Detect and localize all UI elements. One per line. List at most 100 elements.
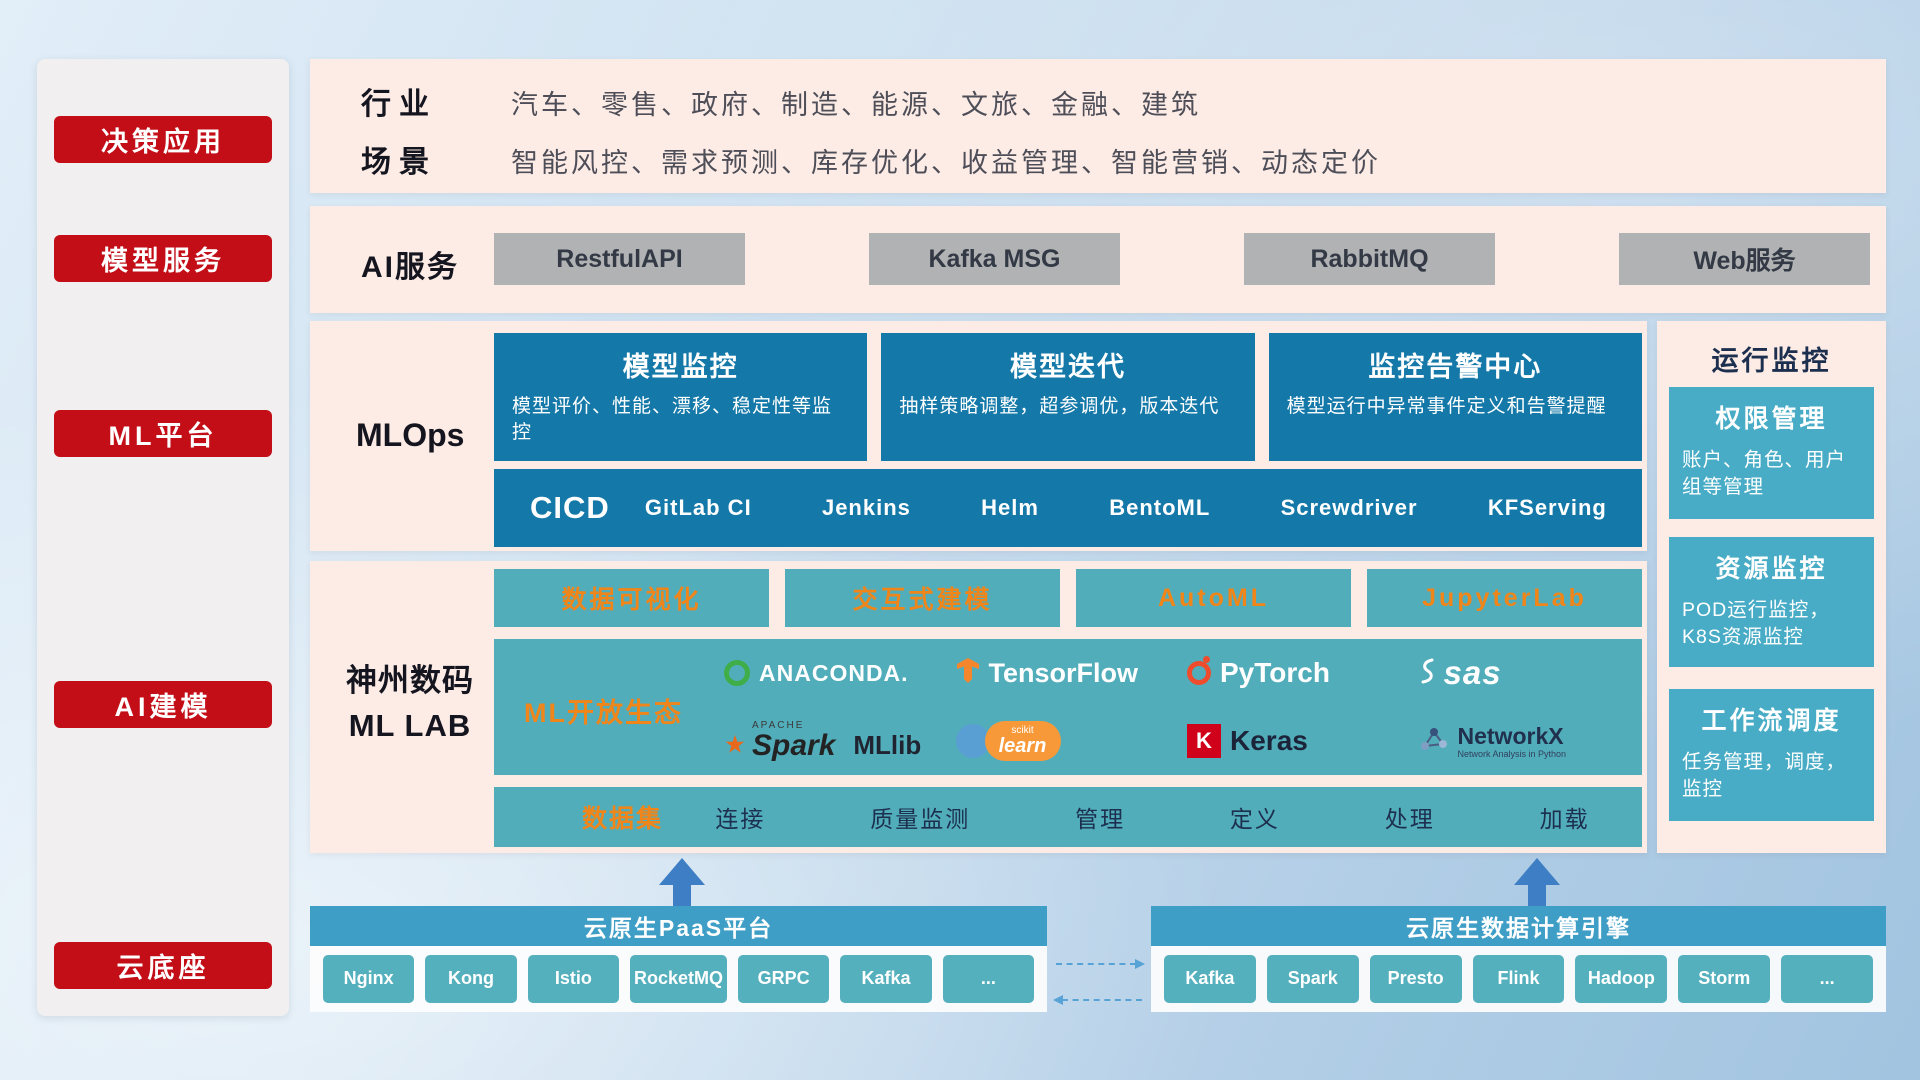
dashed-arrow-right <box>1056 959 1145 969</box>
networkx-logo: NetworkX Network Analysis in Python <box>1411 723 1643 760</box>
ecosystem-logo-grid: ANACONDA. TensorFlow PyTorch sas <box>716 639 1642 775</box>
tensorflow-logo: TensorFlow <box>948 657 1180 689</box>
left-nav: 决策应用 模型服务 ML平台 AI建模 云底座 <box>37 59 289 1016</box>
cicd-kfserving: KFServing <box>1487 495 1607 520</box>
mlops-panel: MLOps 模型监控 模型评价、性能、漂移、稳定性等监控 模型迭代 抽样策略调整… <box>310 321 1647 551</box>
cicd-helm: Helm <box>981 495 1039 520</box>
chip-engine-kafka[interactable]: Kafka <box>1164 955 1256 1003</box>
sas-swirl-icon <box>1419 657 1435 690</box>
card-title: 监控告警中心 <box>1368 352 1543 382</box>
scenario-row: 场景 智能风控、需求预测、库存优化、收益管理、智能营销、动态定价 <box>361 137 1381 181</box>
industry-scenario-panel: 行业 汽车、零售、政府、制造、能源、文旅、金融、建筑 场景 智能风控、需求预测、… <box>310 59 1886 193</box>
dataset-label: 数据集 <box>582 805 664 833</box>
chip-kafka[interactable]: Kafka <box>840 955 932 1003</box>
cicd-label: CICD <box>530 490 610 525</box>
card-resource-monitoring: 资源监控 POD运行监控，K8S资源监控 <box>1669 537 1874 667</box>
ml-ecosystem-label: ML开放生态 <box>524 698 683 728</box>
service-kafka-msg[interactable]: Kafka MSG <box>869 233 1120 285</box>
scikit-circle-icon <box>955 724 990 758</box>
nav-cloud-base[interactable]: 云底座 <box>54 942 272 989</box>
chip-istio[interactable]: Istio <box>527 955 619 1003</box>
ai-service-label: AI服务 <box>361 251 459 284</box>
chip-grpc[interactable]: GRPC <box>738 955 830 1003</box>
chip-engine-flink[interactable]: Flink <box>1472 955 1565 1003</box>
nav-decision-apps[interactable]: 决策应用 <box>54 116 272 163</box>
nav-ai-modeling[interactable]: AI建模 <box>54 681 272 728</box>
chip-more-paas[interactable]: ... <box>942 955 1034 1003</box>
up-arrow-paas <box>659 858 705 906</box>
card-desc: 模型评价、性能、漂移、稳定性等监控 <box>512 396 833 443</box>
card-desc: 任务管理，调度，监控 <box>1682 751 1847 801</box>
pytorch-logo: PyTorch <box>1179 656 1411 689</box>
pytorch-icon <box>1187 656 1211 685</box>
anaconda-logo: ANACONDA. <box>716 660 948 687</box>
chip-rocketmq[interactable]: RocketMQ <box>629 955 727 1003</box>
cicd-jenkins: Jenkins <box>821 495 911 520</box>
industry-values: 汽车、零售、政府、制造、能源、文旅、金融、建筑 <box>511 90 1201 120</box>
ml-lab-label: 神州数码 ML LAB <box>330 659 490 749</box>
runtime-monitoring-title: 运行监控 <box>1711 346 1832 376</box>
spark-star-icon <box>724 734 746 761</box>
scenario-values: 智能风控、需求预测、库存优化、收益管理、智能营销、动态定价 <box>511 148 1381 178</box>
service-web[interactable]: Web服务 <box>1619 233 1870 285</box>
card-permission-mgmt: 权限管理 账户、角色、用户组等管理 <box>1669 387 1874 519</box>
engine-title: 云原生数据计算引擎 <box>1151 906 1886 946</box>
runtime-monitoring-panel: 运行监控 权限管理 账户、角色、用户组等管理 资源监控 POD运行监控，K8S资… <box>1657 321 1886 853</box>
service-restfulapi[interactable]: RestfulAPI <box>494 233 745 285</box>
card-model-iteration: 模型迭代 抽样策略调整，超参调优，版本迭代 <box>881 333 1255 461</box>
dataset-items: 连接 质量监测 管理 定义 处理 加载 <box>663 800 1642 834</box>
dataset-connect: 连接 <box>715 806 766 832</box>
card-title: 资源监控 <box>1715 555 1828 583</box>
card-title: 权限管理 <box>1715 405 1828 433</box>
dataset-define: 定义 <box>1229 806 1280 832</box>
ai-service-panel: AI服务 RestfulAPI Kafka MSG RabbitMQ Web服务 <box>310 206 1886 313</box>
tool-jupyterlab: JupyterLab <box>1367 569 1642 627</box>
card-alert-center: 监控告警中心 模型运行中异常事件定义和告警提醒 <box>1268 333 1642 461</box>
dataset-load: 加载 <box>1539 806 1590 832</box>
engine-chip-row: Kafka Spark Presto Flink Hadoop Storm ..… <box>1151 946 1886 1012</box>
mlops-cards: 模型监控 模型评价、性能、漂移、稳定性等监控 模型迭代 抽样策略调整，超参调优，… <box>494 333 1642 461</box>
chip-engine-hadoop[interactable]: Hadoop <box>1575 955 1668 1003</box>
keras-logo: K Keras <box>1179 724 1411 758</box>
mlops-label: MLOps <box>356 417 465 453</box>
networkx-graph-icon <box>1419 726 1449 757</box>
dashed-arrow-left <box>1053 995 1142 1005</box>
nav-ml-platform[interactable]: ML平台 <box>54 410 272 457</box>
card-desc: 账户、角色、用户组等管理 <box>1682 449 1847 499</box>
paas-chip-row: Nginx Kong Istio RocketMQ GRPC Kafka ... <box>310 946 1047 1012</box>
industry-label: 行业 <box>361 88 437 121</box>
chip-kong[interactable]: Kong <box>425 955 517 1003</box>
ml-ecosystem-box: ML开放生态 ANACONDA. TensorFlow PyTorch sas <box>494 639 1642 775</box>
chip-engine-spark[interactable]: Spark <box>1266 955 1359 1003</box>
chip-nginx[interactable]: Nginx <box>323 955 415 1003</box>
card-model-monitoring: 模型监控 模型评价、性能、漂移、稳定性等监控 <box>494 333 868 461</box>
anaconda-icon <box>724 660 750 686</box>
tensorflow-icon <box>956 657 980 689</box>
dataset-bar: 数据集 连接 质量监测 管理 定义 处理 加载 <box>494 787 1642 847</box>
service-rabbitmq[interactable]: RabbitMQ <box>1244 233 1495 285</box>
card-desc: POD运行监控，K8S资源监控 <box>1682 599 1830 649</box>
tool-data-visualization: 数据可视化 <box>494 569 769 627</box>
dataset-manage: 管理 <box>1075 806 1126 832</box>
ai-service-buttons: RestfulAPI Kafka MSG RabbitMQ Web服务 <box>494 233 1870 285</box>
dataset-quality: 质量监测 <box>870 806 971 832</box>
mllib-label: MLlib <box>853 730 922 760</box>
ml-lab-label-line2: ML LAB <box>348 707 472 743</box>
cicd-screwdriver: Screwdriver <box>1280 495 1418 520</box>
sas-logo: sas <box>1411 654 1643 692</box>
paas-title: 云原生PaaS平台 <box>310 906 1047 946</box>
chip-engine-storm[interactable]: Storm <box>1678 955 1771 1003</box>
spark-mllib-logo: APACHE Spark MLlib <box>716 721 948 761</box>
scenario-label: 场景 <box>361 146 437 179</box>
engine-group: 云原生数据计算引擎 Kafka Spark Presto Flink Hadoo… <box>1151 906 1886 1012</box>
chip-more-engine[interactable]: ... <box>1781 955 1874 1003</box>
cicd-bentoml: BentoML <box>1109 495 1211 520</box>
paas-group: 云原生PaaS平台 Nginx Kong Istio RocketMQ GRPC… <box>310 906 1047 1012</box>
chip-engine-presto[interactable]: Presto <box>1369 955 1462 1003</box>
modeling-tools-row: 数据可视化 交互式建模 AutoML JupyterLab <box>494 569 1642 627</box>
nav-model-service[interactable]: 模型服务 <box>54 235 272 282</box>
cicd-gitlab-ci: GitLab CI <box>644 495 752 520</box>
ml-lab-panel: 神州数码 ML LAB 数据可视化 交互式建模 AutoML JupyterLa… <box>310 561 1647 853</box>
card-workflow-scheduling: 工作流调度 任务管理，调度，监控 <box>1669 689 1874 821</box>
card-desc: 模型运行中异常事件定义和告警提醒 <box>1286 396 1607 417</box>
